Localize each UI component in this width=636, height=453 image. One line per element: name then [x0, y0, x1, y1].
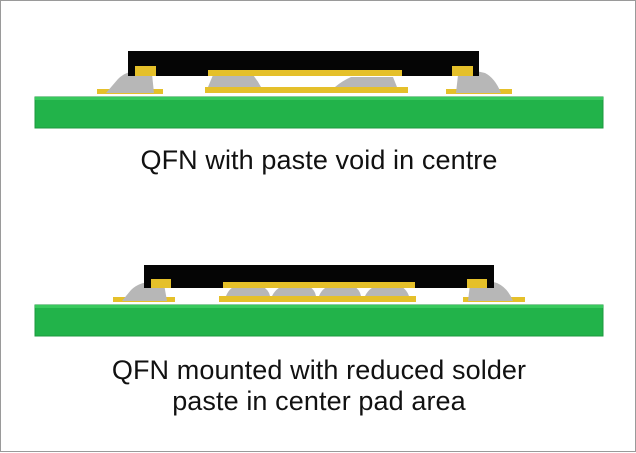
caption-qfn-void: QFN with paste void in centre	[1, 145, 636, 176]
caption-qfn-reduced-paste-line-1: QFN mounted with reduced solder	[111, 355, 527, 385]
qfn-assembly-top	[34, 51, 604, 129]
pcb-board-top	[34, 96, 604, 129]
chip-center-pad-bottom	[223, 282, 415, 288]
chip-left-lead-top	[135, 66, 156, 76]
caption-qfn-void-text: QFN with paste void in centre	[140, 145, 498, 175]
chip-right-lead-top	[452, 66, 473, 76]
pcb-bottom-highlight	[35, 305, 603, 308]
solder-fillet-left-top	[106, 70, 154, 93]
center-pad-top	[205, 87, 408, 93]
caption-qfn-reduced-paste-line-2: paste in center pad area	[172, 386, 466, 416]
pcb-board-bottom	[34, 304, 604, 337]
solder-void-left-top	[208, 75, 261, 87]
chip-center-pad-top	[208, 70, 402, 76]
center-pad-bottom	[219, 296, 416, 302]
pcb-top-highlight	[35, 97, 603, 100]
caption-qfn-reduced-paste: QFN mounted with reduced solder paste in…	[1, 355, 636, 417]
qfn-assembly-bottom	[34, 265, 604, 337]
chip-left-lead-bottom	[151, 279, 171, 288]
chip-right-lead-bottom	[467, 279, 487, 288]
solder-void-right-top	[335, 77, 397, 87]
solder-fillet-right-top	[456, 71, 501, 93]
